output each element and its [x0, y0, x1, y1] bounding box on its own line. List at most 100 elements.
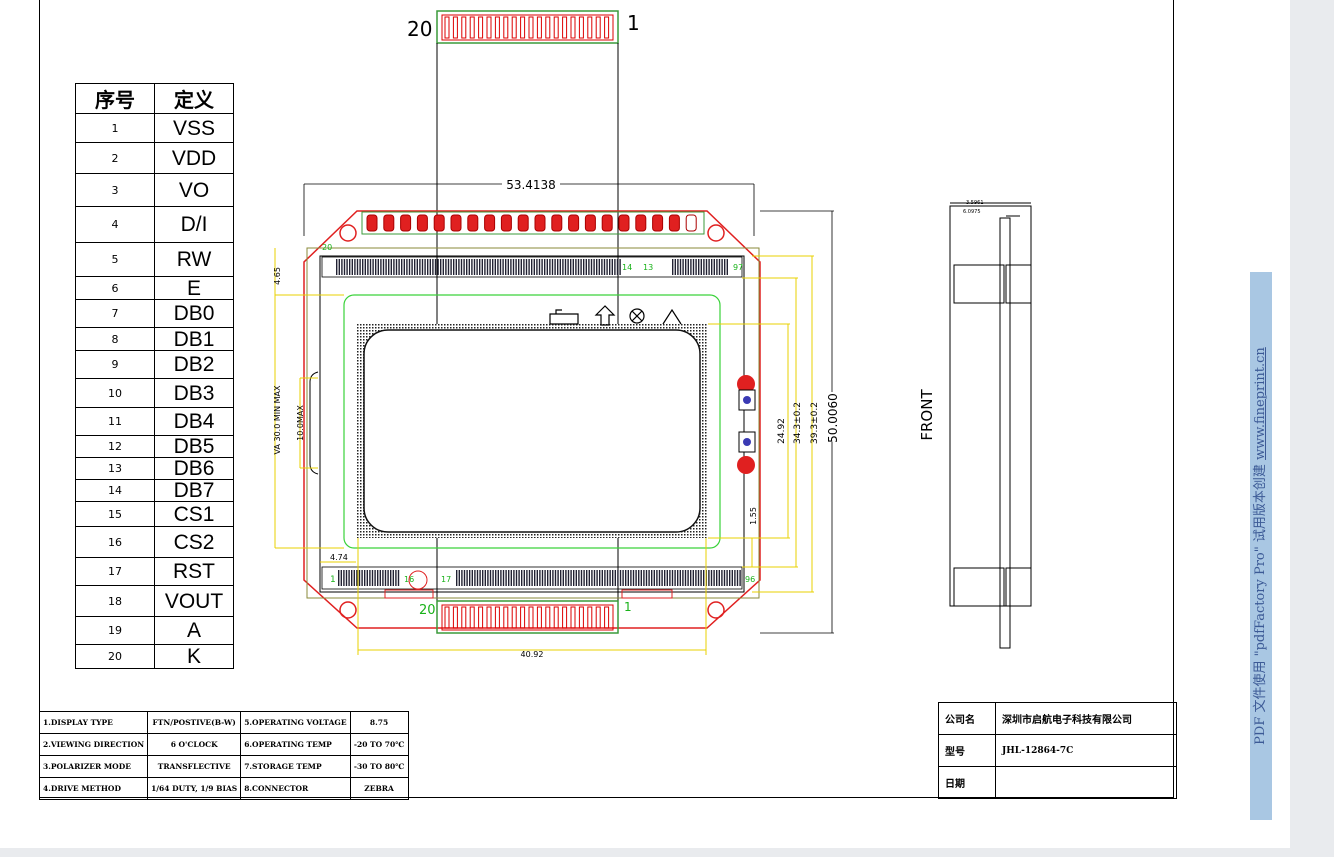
spec-key: 8.CONNECTOR: [240, 777, 351, 800]
connector-pin: [469, 16, 475, 39]
mounting-hole-bottom-right: [707, 601, 725, 619]
bottom-connector-pin-last: 1: [624, 600, 632, 614]
connector-pin: [469, 606, 475, 629]
pcb-pad: [467, 214, 479, 232]
status-icons: [549, 305, 682, 326]
pin-number: 19: [75, 616, 155, 645]
pcb-pad: [383, 214, 395, 232]
connector-pin: [444, 16, 450, 39]
watermark-link[interactable]: www.fineprint.cn: [1253, 347, 1268, 460]
connector-pin: [444, 606, 450, 629]
dim-va-height: VA 30.0 MIN MAX: [273, 385, 282, 454]
pcb-pad: [584, 214, 596, 232]
connector-pin: [536, 16, 542, 39]
pcb-label-top-mid: 14: [622, 263, 632, 272]
pcb-pad: [534, 214, 546, 232]
top-connector-pin-first: 20: [407, 17, 432, 41]
pin-number: 2: [75, 142, 155, 174]
bottom-connector-pin-first: 20: [419, 603, 436, 618]
pin-number: 4: [75, 206, 155, 243]
viewing-area: [343, 294, 721, 549]
pcb-pad: [433, 214, 445, 232]
spec-value: ZEBRA: [349, 777, 409, 800]
pin-signal: DB1: [154, 327, 234, 351]
dim-bottom-width: 40.92: [521, 650, 544, 659]
pcb-pad: [400, 214, 412, 232]
title-company-label: 公司名: [938, 702, 996, 735]
pcb-pad: [568, 214, 580, 232]
spec-value: 8.75: [349, 711, 409, 734]
connector-pin: [604, 16, 610, 39]
pin-signal: VDD: [154, 142, 234, 174]
dim-side-b: 6.0975: [963, 209, 981, 215]
pcb-pad: [668, 214, 680, 232]
dim-h1: 24.92: [777, 418, 787, 444]
spec-value: -30 TO 80℃: [349, 755, 409, 778]
connector-pin: [511, 16, 517, 39]
connector-pin: [478, 606, 484, 629]
dim-overall-height: 50.0060: [826, 393, 840, 443]
pin-signal: A: [154, 616, 234, 645]
pcb-pad: [618, 214, 630, 232]
pcb-label-top-left: 20: [322, 243, 332, 252]
spec-key: 3.POLARIZER MODE: [38, 755, 149, 778]
watermark-text: PDF 文件使用 "pdfFactory Pro" 试用版本创建: [1253, 464, 1268, 745]
connector-pin: [553, 16, 559, 39]
pin-signal: K: [154, 644, 234, 669]
width-dimension-label: 53.4138: [506, 178, 556, 192]
connector-pin: [478, 16, 484, 39]
pcb-pad: [551, 214, 563, 232]
pin-signal: E: [154, 276, 234, 300]
triangle-icon: [662, 308, 682, 325]
pin-number: 12: [75, 435, 155, 458]
pcb-label-top-mid2: 13: [643, 263, 653, 272]
pin-number: 14: [75, 479, 155, 502]
pin-number: 10: [75, 378, 155, 408]
pin-signal: RW: [154, 242, 234, 277]
pin-number: 3: [75, 173, 155, 207]
pcb-label-top-right: 97: [733, 263, 743, 272]
pcb-pad: [685, 214, 697, 232]
spec-key: 4.DRIVE METHOD: [38, 777, 149, 800]
pin-signal: DB5: [154, 435, 234, 458]
connector-pin: [545, 606, 551, 629]
connector-pin: [536, 606, 542, 629]
connector-pin: [562, 606, 568, 629]
spec-value: 1/64 DUTY, 1/9 BIAS: [147, 777, 242, 800]
backlight-components: [737, 375, 756, 474]
pcb-pad: [366, 214, 378, 232]
drawing-sheet: 20 1 53.4138: [0, 0, 1290, 848]
pin-signal: CS1: [154, 501, 234, 527]
pin-number: 6: [75, 276, 155, 300]
active-display-window: [363, 329, 701, 533]
pcb-label-bottom-mid2: 17: [441, 575, 451, 584]
title-date: [995, 766, 1177, 799]
connector-pin: [604, 606, 610, 629]
pin-signal: VSS: [154, 113, 234, 143]
pcb-label-bottom-right: 96: [745, 575, 755, 584]
connector-pin: [486, 606, 492, 629]
connector-pin: [578, 606, 584, 629]
spec-key: 6.OPERATING TEMP: [240, 733, 351, 756]
spec-key: 7.STORAGE TEMP: [240, 755, 351, 778]
pin-signal: RST: [154, 557, 234, 586]
connector-pin: [545, 16, 551, 39]
bottom-connector: 20 1: [419, 600, 632, 634]
pin-number: 20: [75, 644, 155, 669]
connector-pin: [553, 606, 559, 629]
dim-small-gap: 1.55: [749, 507, 758, 525]
drawing-frame: [39, 0, 1174, 798]
pin-signal: DB4: [154, 407, 234, 436]
spec-key: 2.VIEWING DIRECTION: [38, 733, 149, 756]
